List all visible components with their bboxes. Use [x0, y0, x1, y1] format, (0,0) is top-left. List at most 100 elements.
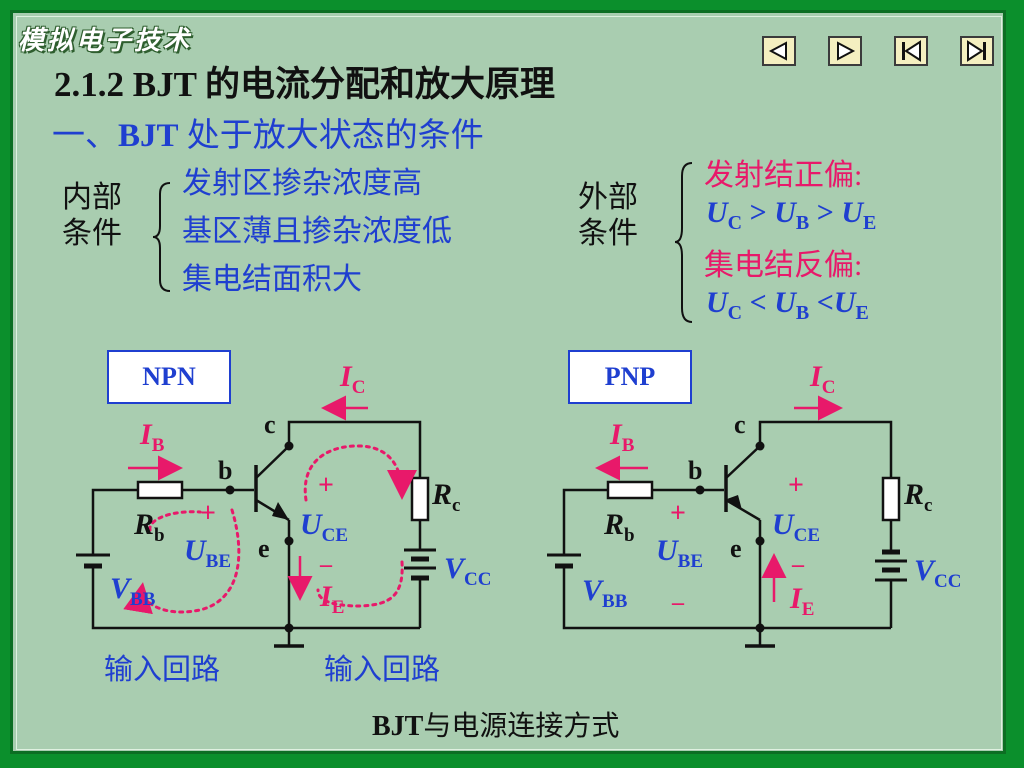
internal-item: 集电结面积大 — [182, 263, 362, 296]
npn-collector-label: c — [264, 410, 276, 439]
label-symbol: R — [134, 508, 155, 541]
label-symbol: U — [656, 534, 678, 567]
relation-subscript: E — [855, 302, 869, 324]
pnp-base-label: b — [688, 456, 703, 485]
external-brace-icon — [674, 162, 693, 323]
npn-rc-label: Rc — [432, 478, 460, 517]
npn-vbb-battery — [76, 553, 110, 575]
pnp-vcc-label: VCC — [914, 554, 961, 593]
label-subscript: C — [821, 377, 836, 398]
npn-ground-node — [284, 623, 294, 633]
pnp-ib-label: IB — [610, 418, 634, 457]
pnp-uce-plus: + — [788, 470, 804, 501]
npn-type-box: NPN — [107, 350, 231, 404]
pnp-rb-resistor — [606, 480, 654, 500]
collector-reverse-bias-label: 集电结反偏: — [704, 249, 863, 282]
pnp-vbb-battery — [547, 553, 581, 575]
npn-uce-label: UCE — [300, 508, 348, 547]
npn-input-loop-path — [148, 510, 202, 532]
pnp-emitter-lead — [725, 498, 761, 522]
section-bjt: BJT — [118, 118, 179, 154]
pnp-ground-node — [755, 623, 765, 633]
next-slide-button[interactable] — [828, 36, 862, 66]
pnp-collector-lead — [725, 445, 761, 479]
internal-conditions-list: 发射区掺杂浓度高 基区薄且掺杂浓度低 集电结面积大 — [182, 160, 452, 304]
npn-ube-plus: + — [200, 498, 216, 529]
npn-circuit — [91, 420, 422, 648]
npn-ube-label: UBE — [184, 534, 231, 573]
figure-caption: BJT与电源连接方式 — [372, 704, 619, 744]
pnp-ic-label: IC — [810, 360, 835, 399]
pnp-ube-minus: – — [672, 590, 684, 616]
npn-uce-minus: – — [320, 552, 332, 578]
label-symbol: I — [810, 360, 822, 393]
npn-emitter-node — [284, 536, 294, 546]
internal-label-line1: 内部 — [62, 181, 122, 214]
label-symbol: R — [904, 478, 925, 511]
label-subscript: CE — [321, 525, 349, 546]
reverse-relation: UC < UB <UE — [706, 286, 869, 325]
relation-operator: > — [742, 196, 775, 229]
pnp-base-node — [695, 485, 705, 495]
last-slide-button[interactable] — [960, 36, 994, 66]
emitter-forward-bias-label: 发射结正偏: — [704, 159, 863, 192]
relation-symbol: U — [833, 286, 856, 319]
pnp-rb-label: Rb — [604, 508, 635, 547]
relation-subscript: C — [727, 212, 743, 234]
npn-vbb-label: VBB — [110, 572, 155, 611]
pnp-ube-label: UBE — [656, 534, 703, 573]
internal-item: 基区薄且掺杂浓度低 — [182, 215, 452, 248]
pnp-circuit — [562, 420, 893, 648]
npn-wire — [91, 575, 420, 630]
pnp-wire — [562, 488, 608, 555]
pnp-wire — [562, 575, 891, 630]
npn-output-loop-path — [303, 444, 417, 502]
triangle-left-icon — [768, 41, 787, 61]
npn-rb-label: Rb — [134, 508, 165, 547]
label-subscript: c — [452, 495, 461, 516]
relation-operator: < — [742, 286, 775, 319]
label-symbol: I — [320, 580, 332, 613]
npn-loop-caption-right: 输入回路 — [324, 654, 441, 686]
label-subscript: E — [331, 597, 345, 618]
pnp-emitter-label: e — [730, 534, 742, 563]
forward-relation: UC > UB > UE — [706, 196, 876, 235]
label-symbol: I — [340, 360, 352, 393]
relation-subscript: B — [795, 212, 810, 234]
npn-emitter-arrow-icon — [272, 502, 289, 520]
label-subscript: B — [151, 435, 165, 456]
pnp-ie-label: IE — [790, 582, 814, 621]
label-subscript: c — [924, 495, 933, 516]
pnp-collector-label: c — [734, 410, 746, 439]
label-subscript: C — [351, 377, 366, 398]
pnp-emitter-node — [755, 536, 765, 546]
label-subscript: BB — [130, 589, 156, 610]
pnp-type-box: PNP — [568, 350, 692, 404]
npn-collector-lead — [255, 445, 290, 479]
relation-subscript: E — [863, 212, 877, 234]
pnp-collector-node — [755, 441, 765, 451]
npn-rb-resistor — [136, 480, 184, 500]
relation-symbol: U — [841, 196, 864, 229]
label-symbol: I — [140, 418, 152, 451]
skip-to-first-icon — [902, 40, 921, 62]
label-symbol: U — [300, 508, 322, 541]
label-symbol: U — [772, 508, 794, 541]
label-subscript: BB — [602, 591, 628, 612]
internal-brace-icon — [152, 182, 171, 292]
label-symbol: R — [432, 478, 453, 511]
relation-symbol: U — [706, 196, 728, 229]
external-label-line2: 条件 — [578, 217, 638, 250]
caption-text: 与电源连接方式 — [423, 711, 620, 742]
npn-ic-label: IC — [340, 360, 365, 399]
label-subscript: B — [621, 435, 635, 456]
npn-wire — [287, 420, 422, 478]
prev-slide-button[interactable] — [762, 36, 796, 66]
external-conditions-label: 外部 条件 — [578, 180, 638, 252]
npn-base-node — [225, 485, 235, 495]
relation-operator: > — [809, 196, 842, 229]
label-symbol: V — [444, 552, 465, 585]
relation-operator: < — [809, 286, 834, 319]
label-symbol: V — [582, 574, 603, 607]
first-slide-button[interactable] — [894, 36, 928, 66]
